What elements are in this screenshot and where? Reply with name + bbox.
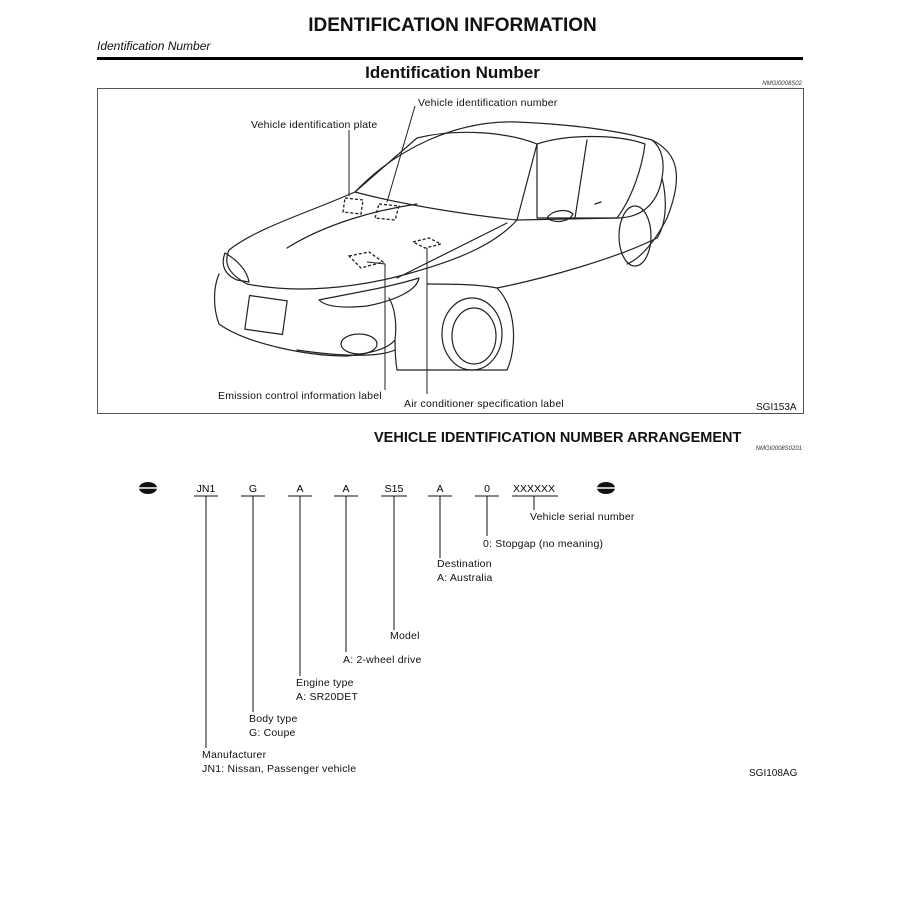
body-description: Body type G: Coupe bbox=[249, 713, 298, 740]
engine-description: Engine type A: SR20DET bbox=[296, 677, 358, 704]
model-description: Model bbox=[390, 630, 420, 642]
rear-body bbox=[626, 139, 677, 265]
reference-code: NMGI0008S02 bbox=[762, 81, 802, 87]
vin-segment-manufacturer: JN1 bbox=[197, 483, 216, 495]
car-illustration bbox=[213, 105, 677, 394]
emission-callout: Emission control information label bbox=[218, 390, 382, 402]
side-window bbox=[536, 135, 646, 219]
drive-description: A: 2-wheel drive bbox=[343, 654, 422, 666]
figure-code: SGI153A bbox=[756, 402, 797, 413]
vin-diagram: JN1 G A A S15 A 0 XXXXXX bbox=[136, 482, 618, 748]
manufacturer-title: Manufacturer bbox=[202, 749, 267, 761]
vin-leader bbox=[386, 105, 416, 203]
destination-value: A: Australia bbox=[437, 571, 493, 584]
section-title: Identification Number bbox=[365, 63, 540, 82]
section-breadcrumb: Identification Number bbox=[97, 39, 211, 53]
manufacturer-description: Manufacturer JN1: Nissan, Passenger vehi… bbox=[202, 749, 356, 776]
aircon-callout: Air conditioner specification label bbox=[404, 398, 564, 410]
fog-lamp bbox=[340, 333, 378, 355]
stopgap-description: 0: Stopgap (no meaning) bbox=[483, 538, 604, 550]
figure-code: SGI108AG bbox=[749, 768, 798, 779]
door-handle bbox=[594, 201, 602, 205]
header-divider bbox=[97, 57, 803, 60]
vin-segment-engine: A bbox=[296, 483, 303, 495]
left-headlight bbox=[222, 252, 250, 283]
window-pillar bbox=[574, 139, 588, 219]
hood-crease-left bbox=[286, 203, 418, 249]
page-title: IDENTIFICATION INFORMATION bbox=[308, 15, 597, 36]
vin-segment-model: S15 bbox=[385, 483, 404, 495]
body-value: G: Coupe bbox=[249, 726, 296, 739]
vin-location bbox=[374, 203, 400, 221]
engine-value: A: SR20DET bbox=[296, 690, 359, 703]
front-fender bbox=[394, 283, 515, 371]
reference-code: NMGI0008S0201 bbox=[755, 446, 802, 452]
windshield-outline bbox=[354, 131, 538, 221]
body-side bbox=[496, 177, 666, 289]
vin-callout: Vehicle identification number bbox=[418, 97, 558, 109]
star-marker-right bbox=[594, 482, 618, 494]
hood-rear-edge bbox=[354, 191, 518, 221]
front-wheel-rim bbox=[451, 307, 497, 365]
vin-segment-serial: XXXXXX bbox=[513, 483, 555, 495]
vin-arrangement-title: VEHICLE IDENTIFICATION NUMBER ARRANGEMEN… bbox=[374, 430, 742, 446]
engine-title: Engine type bbox=[296, 677, 354, 689]
destination-title: Destination bbox=[437, 558, 492, 570]
body-title: Body type bbox=[249, 713, 298, 725]
aircon-label-location bbox=[411, 237, 443, 249]
serial-description: Vehicle serial number bbox=[530, 511, 635, 523]
front-wheel bbox=[441, 297, 503, 371]
license-plate-recess bbox=[244, 294, 288, 336]
hood-crease-right bbox=[396, 222, 508, 279]
star-marker-left bbox=[136, 482, 160, 494]
emission-label-location bbox=[347, 251, 385, 269]
vin-segment-destination: A bbox=[436, 483, 443, 495]
vin-segment-body: G bbox=[249, 483, 257, 495]
bumper-lip bbox=[296, 349, 396, 356]
car-figure-frame bbox=[97, 88, 804, 414]
car-roof-line bbox=[354, 121, 664, 193]
hood-outline bbox=[226, 191, 518, 290]
side-mirror bbox=[546, 209, 574, 223]
vin-segment-drive: A bbox=[342, 483, 349, 495]
vin-segment-stopgap: 0 bbox=[484, 483, 490, 495]
rear-wheel bbox=[618, 205, 652, 267]
manufacturer-value: JN1: Nissan, Passenger vehicle bbox=[202, 762, 357, 775]
right-headlight bbox=[318, 277, 420, 308]
front-bumper bbox=[213, 273, 397, 357]
id-plate-location bbox=[342, 197, 364, 215]
emission-leader bbox=[366, 261, 386, 390]
plate-callout: Vehicle identification plate bbox=[251, 119, 378, 131]
destination-description: Destination A: Australia bbox=[437, 558, 493, 585]
